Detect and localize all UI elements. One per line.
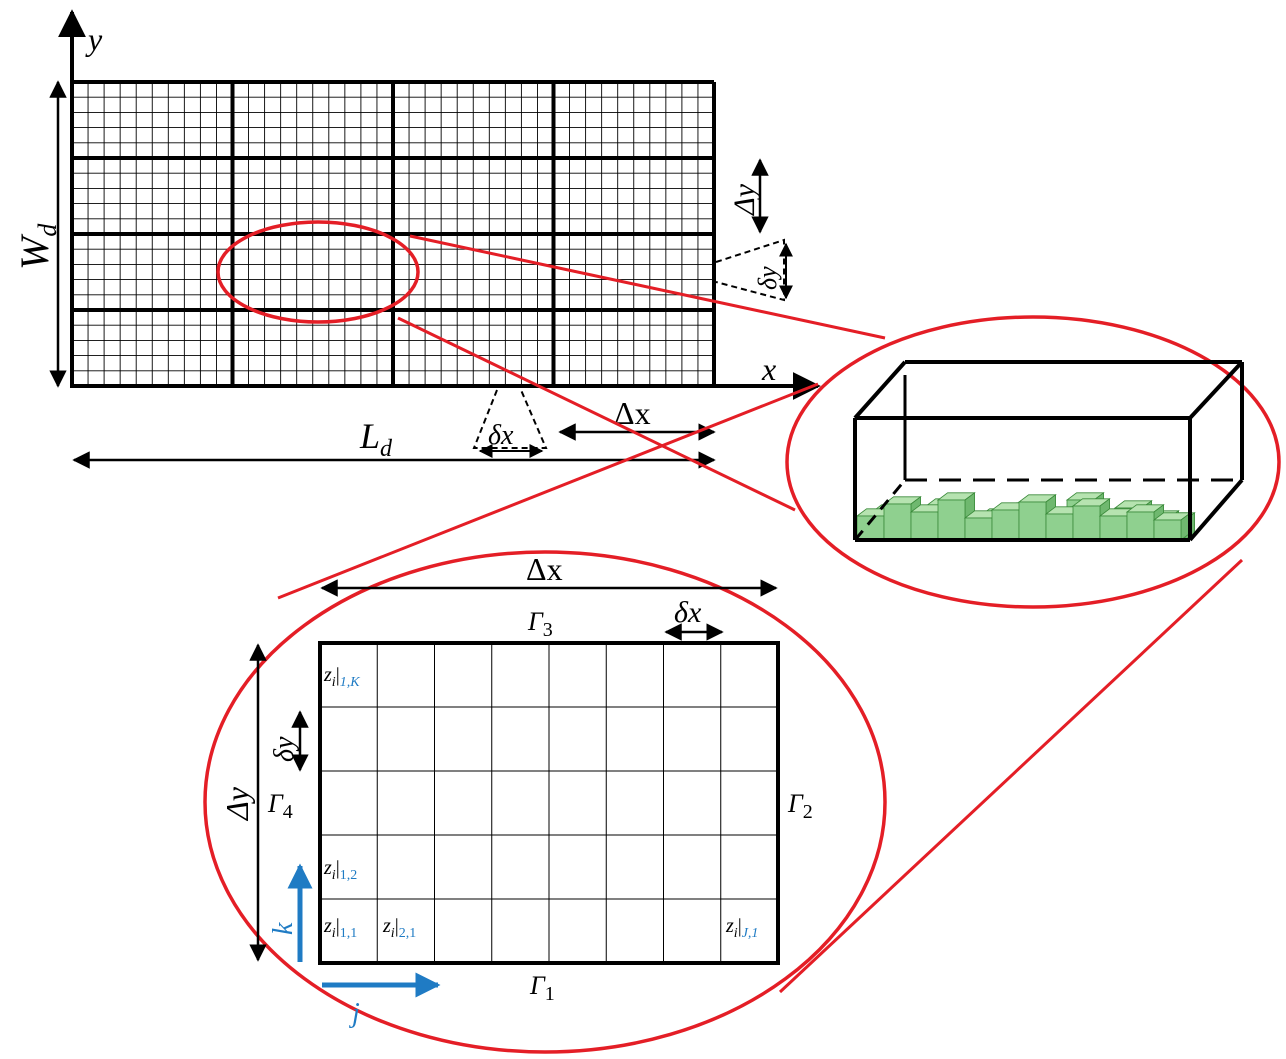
j-direction-arrow: j xyxy=(322,972,441,1029)
boundary-gamma4: Γ4 xyxy=(267,789,293,823)
boundary-gamma2: Γ2 xyxy=(787,789,813,823)
fine-dx-callout: δx xyxy=(472,389,548,458)
boundary-gamma3: Γ3 xyxy=(527,607,553,641)
width-label: Wd xyxy=(12,223,62,270)
j-direction-label: j xyxy=(349,998,360,1029)
length-dimension: Ld xyxy=(72,416,716,469)
zoom-dy-label: Δy xyxy=(219,786,255,822)
cell-label-21: zi|2,1 xyxy=(382,915,416,941)
coarse-grid-lines xyxy=(70,80,716,388)
cell-zoom-ellipse xyxy=(203,550,887,1054)
zoom-fine-dx-dimension: δx xyxy=(664,596,724,641)
zoom-fine-dy-dimension: δy xyxy=(269,710,309,772)
cell-label-1K: zi|1,K xyxy=(323,664,360,690)
fine-dx-label: δx xyxy=(488,420,514,451)
boundary-gamma1: Γ1 xyxy=(529,971,555,1005)
roughness-block xyxy=(1152,511,1192,541)
coarse-dx-dimension: Δx xyxy=(558,395,716,441)
coordinate-axes: y x xyxy=(58,9,821,400)
zoom-dx-dimension: Δx xyxy=(320,551,778,597)
zoom-dy-dimension: Δy xyxy=(219,643,267,962)
roughness-3d-box xyxy=(853,360,1244,542)
fine-dy-callout: δy xyxy=(715,238,793,302)
zoom-dx-label: Δx xyxy=(526,551,563,587)
width-dimension: Wd xyxy=(12,80,67,388)
fine-dy-label: δy xyxy=(753,266,782,290)
k-direction-label: k xyxy=(268,922,299,935)
cell-subgrid xyxy=(318,641,780,965)
cell-label-11: zi|1,1 xyxy=(323,915,357,941)
domain-grid xyxy=(70,80,716,388)
zoom-fine-dy-label: δy xyxy=(269,736,300,762)
k-direction-arrow: k xyxy=(268,863,313,962)
zoom-connectors xyxy=(277,234,1244,994)
selected-cell-highlight xyxy=(216,220,420,324)
coarse-dy-dimension: Δy xyxy=(728,158,769,234)
coarse-dy-label: Δy xyxy=(728,183,761,216)
cell-label-12: zi|1,2 xyxy=(323,857,357,883)
x-axis-label: x xyxy=(761,351,776,387)
cell-label-J1: zi|J,1 xyxy=(725,915,758,941)
y-axis-label: y xyxy=(85,21,103,57)
zoom-fine-dx-label: δx xyxy=(674,596,702,629)
length-label: Ld xyxy=(359,416,393,462)
